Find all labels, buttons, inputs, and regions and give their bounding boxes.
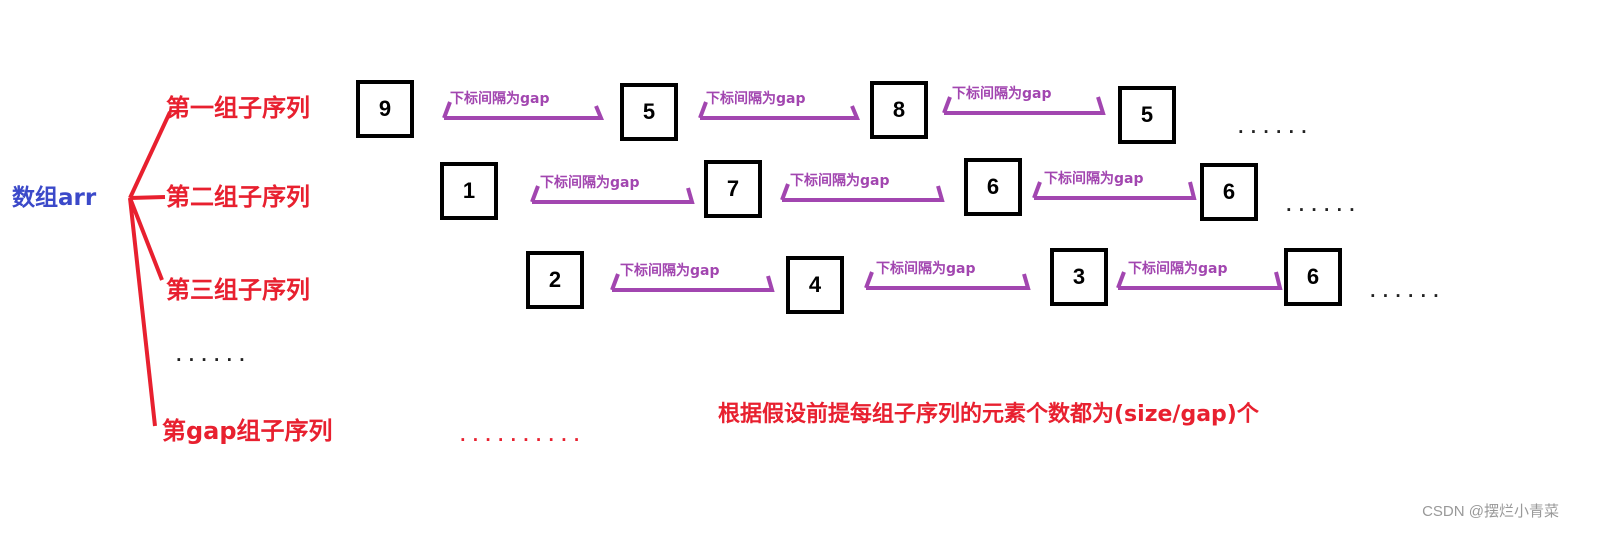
group-label-1: 第一组子序列	[166, 94, 310, 122]
gap-arrow-label: 下标间隔为gap	[1128, 261, 1228, 277]
gap-arrow-label: 下标间隔为gap	[450, 91, 550, 107]
gap-arrow: 下标间隔为gap	[606, 260, 776, 300]
row-ellipsis: ......	[1368, 282, 1444, 301]
gap-arrow: 下标间隔为gap	[526, 172, 696, 212]
gap-arrow: 下标间隔为gap	[436, 88, 606, 128]
gap-arrow-label: 下标间隔为gap	[876, 261, 976, 277]
gap-arrow-label: 下标间隔为gap	[790, 173, 890, 189]
gap-arrow: 下标间隔为gap	[1114, 258, 1284, 298]
element-box: 5	[1118, 86, 1176, 144]
group-label-2: 第二组子序列	[166, 183, 310, 211]
group-label-last: 第gap组子序列	[162, 417, 333, 445]
gap-arrow-label: 下标间隔为gap	[540, 175, 640, 191]
element-box: 2	[526, 251, 584, 309]
gap-arrow: 下标间隔为gap	[938, 83, 1108, 123]
element-box: 6	[1284, 248, 1342, 306]
row-ellipsis: ......	[1236, 118, 1312, 137]
element-box: 6	[1200, 163, 1258, 221]
element-box: 5	[620, 83, 678, 141]
gap-arrow-label: 下标间隔为gap	[952, 86, 1052, 102]
gap-arrow-label: 下标间隔为gap	[620, 263, 720, 279]
array-label: 数组arr	[12, 185, 97, 211]
branch-line-1	[128, 111, 172, 199]
branch-line-3	[128, 197, 164, 281]
row-ellipsis: ......	[1284, 196, 1360, 215]
element-box: 9	[356, 80, 414, 138]
last-row-ellipsis: ..........	[458, 426, 585, 445]
gap-arrow-label: 下标间隔为gap	[706, 91, 806, 107]
group-label-3: 第三组子序列	[166, 276, 310, 304]
gap-arrow: 下标间隔为gap	[1030, 168, 1200, 208]
branch-line-2	[129, 195, 166, 200]
branch-line-last	[128, 197, 157, 427]
watermark: CSDN @摆烂小青菜	[1422, 503, 1559, 520]
gap-arrow: 下标间隔为gap	[862, 258, 1032, 298]
element-box: 4	[786, 256, 844, 314]
group-ellipsis: ......	[174, 346, 250, 365]
element-box: 3	[1050, 248, 1108, 306]
element-box: 8	[870, 81, 928, 139]
element-box: 7	[704, 160, 762, 218]
element-box: 1	[440, 162, 498, 220]
gap-arrow: 下标间隔为gap	[692, 88, 862, 128]
gap-arrow-label: 下标间隔为gap	[1044, 171, 1144, 187]
element-box: 6	[964, 158, 1022, 216]
assumption-note: 根据假设前提每组子序列的元素个数都为(size/gap)个	[718, 402, 1259, 427]
gap-arrow: 下标间隔为gap	[776, 170, 946, 210]
